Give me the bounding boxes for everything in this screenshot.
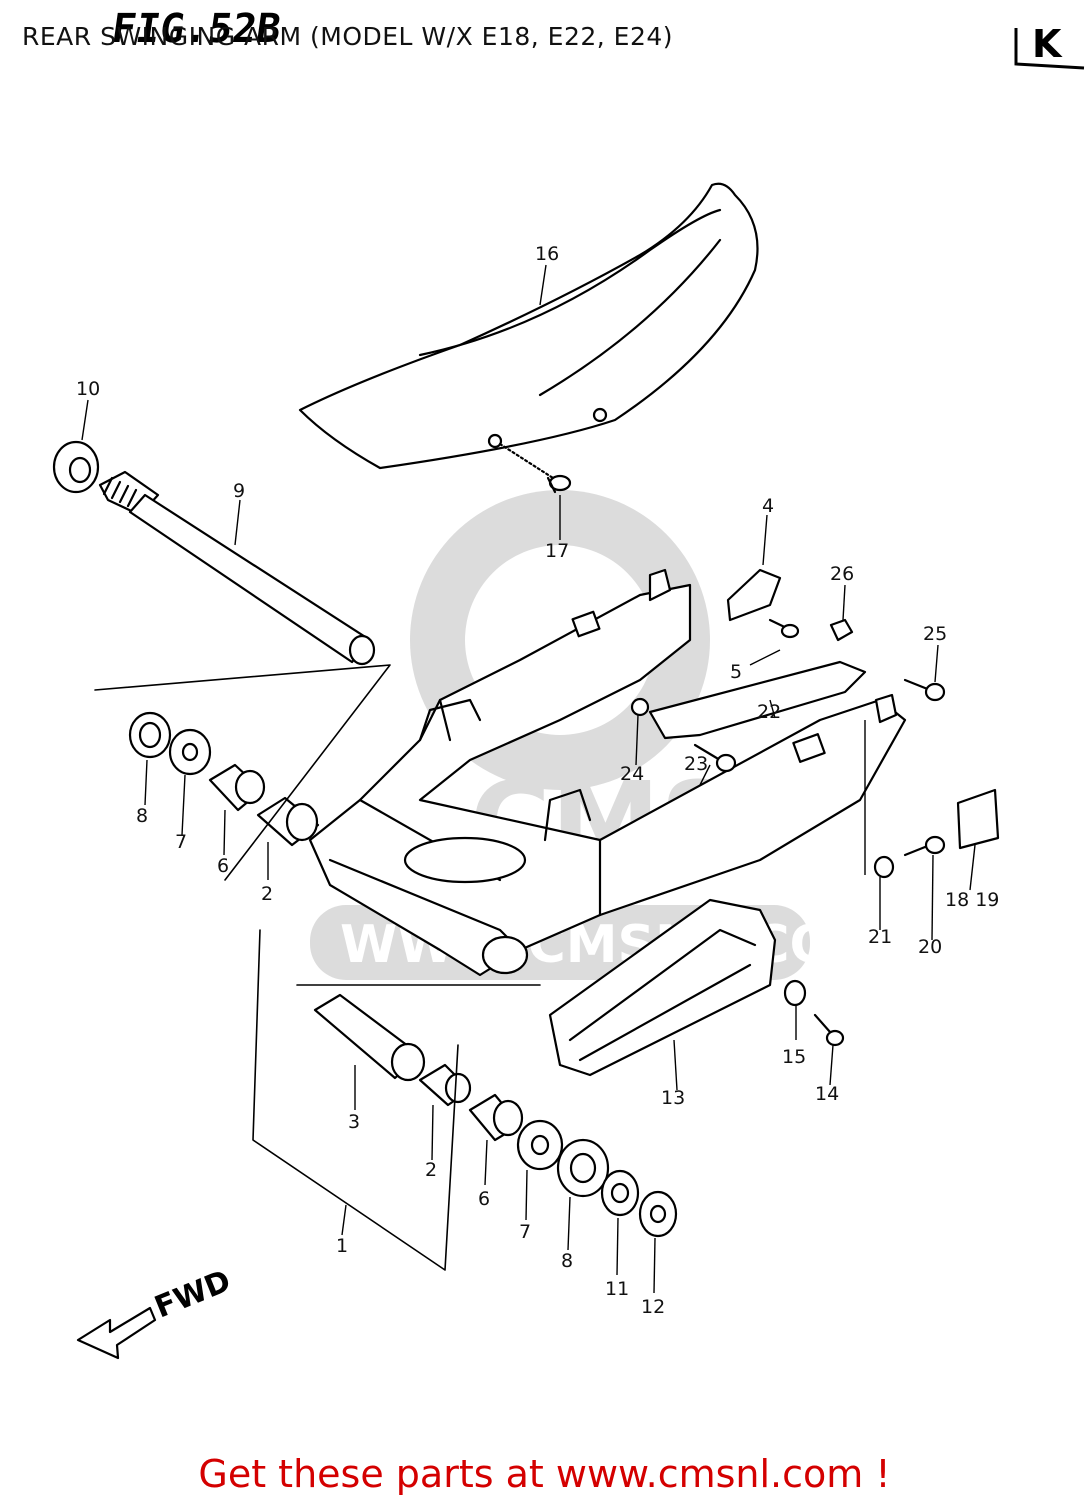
callout-16: 16 xyxy=(535,243,559,265)
callout-15: 15 xyxy=(782,1046,806,1068)
section-badge: K xyxy=(1010,18,1086,70)
leader-lines xyxy=(81,264,976,1294)
page-title: REAR SWINGING ARM (MODEL W/X E18, E22, E… xyxy=(22,22,674,51)
callout-3: 3 xyxy=(348,1111,360,1133)
callout-23: 23 xyxy=(684,753,708,775)
callout-7-upper: 7 xyxy=(175,831,187,853)
callout-26: 26 xyxy=(830,563,854,585)
callout-8-upper: 8 xyxy=(136,805,148,827)
callout-20: 20 xyxy=(918,936,942,958)
callout-12: 12 xyxy=(641,1296,665,1318)
footer-link[interactable]: Get these parts at www.cmsnl.com ! xyxy=(198,1452,891,1496)
callout-2-lower: 2 xyxy=(425,1159,437,1181)
chain-case xyxy=(548,898,777,1077)
fwd-label: FWD xyxy=(150,1264,236,1326)
callout-13: 13 xyxy=(661,1087,685,1109)
callout-4: 4 xyxy=(762,495,774,517)
callout-21: 21 xyxy=(868,926,892,948)
callout-18-19: 18 19 xyxy=(945,889,999,911)
callout-2-upper: 2 xyxy=(261,883,273,905)
callout-7-lower: 7 xyxy=(519,1221,531,1243)
callout-5: 5 xyxy=(730,661,742,683)
callout-10: 10 xyxy=(76,378,100,400)
callout-9: 9 xyxy=(233,480,245,502)
callout-11: 11 xyxy=(605,1278,629,1300)
fwd-arrow-icon xyxy=(76,1306,157,1360)
callout-14: 14 xyxy=(815,1083,839,1105)
section-badge-letter: K xyxy=(1032,22,1062,66)
callout-8-lower: 8 xyxy=(561,1250,573,1272)
callout-6-upper: 6 xyxy=(217,855,229,877)
callout-25: 25 xyxy=(923,623,947,645)
callout-numbers: 10 9 16 17 4 5 26 25 22 24 23 18 19 21 2… xyxy=(76,243,999,1318)
callout-24: 24 xyxy=(620,763,644,785)
chain-cover xyxy=(298,182,759,470)
callout-6-lower: 6 xyxy=(478,1188,490,1210)
callout-1: 1 xyxy=(336,1235,348,1257)
callout-17: 17 xyxy=(545,540,569,562)
callout-22: 22 xyxy=(757,701,781,723)
